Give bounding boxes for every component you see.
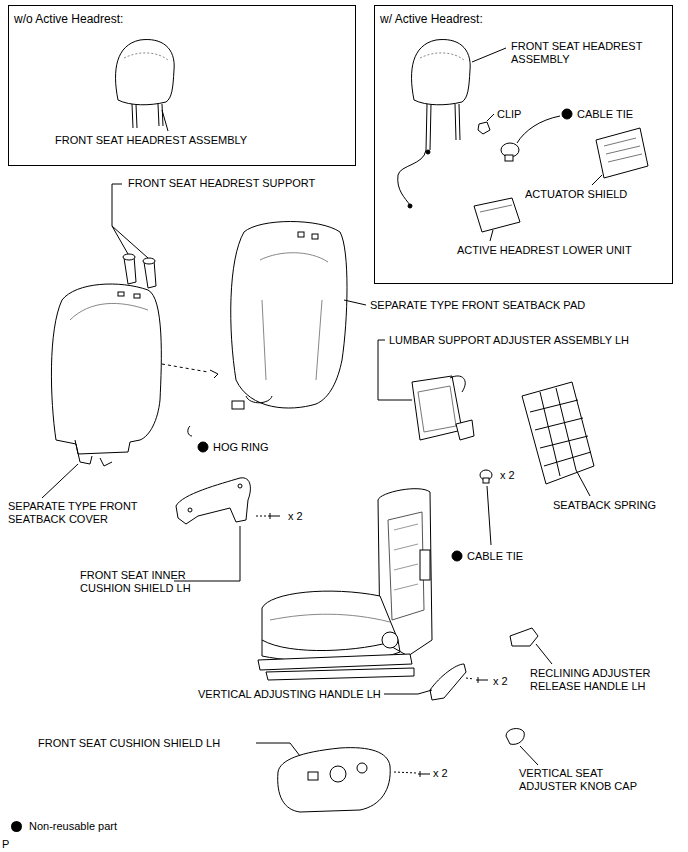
dashed-line <box>162 364 208 372</box>
leader-line <box>517 116 560 143</box>
part-name: FRONT SEAT INNER CUSHION SHIELD LH <box>80 569 205 595</box>
part-name: CLIP <box>497 108 521 121</box>
option-panel: w/o Active Headrest: FRONT SEAT HEADREST … <box>8 5 356 166</box>
part-name: SEPARATE TYPE FRONT SEATBACK COVER <box>8 500 160 526</box>
inner-cushion-shield <box>176 478 250 524</box>
leader-line <box>384 690 432 694</box>
hog-ring <box>188 426 192 436</box>
leader-line <box>487 114 494 121</box>
leader-line <box>520 746 538 765</box>
non-reusable-dot <box>452 551 462 561</box>
non-reusable-dot <box>562 109 572 119</box>
part-name: CABLE TIE <box>467 550 523 563</box>
part-name: SEPARATE TYPE FRONT SEATBACK PAD <box>370 299 585 312</box>
panel-heading: w/o Active Headrest: <box>14 12 123 26</box>
option-panel: w/ Active Headrest: FRONT SEAT HEADREST A… <box>374 5 673 284</box>
part-name: RECLINING ADJUSTER RELEASE HANDLE LH <box>530 667 670 693</box>
screw <box>476 677 488 683</box>
part-name: ACTUATOR SHIELD <box>525 188 627 201</box>
lower-unit <box>474 198 520 232</box>
screw <box>418 771 430 777</box>
leader-line <box>344 300 366 305</box>
part-name: FRONT SEAT CUSHION SHIELD LH <box>38 737 220 750</box>
seatback-spring <box>522 382 594 484</box>
quantity-mark: x 2 <box>500 469 515 482</box>
dashed-line <box>394 772 416 773</box>
quantity-mark: x 2 <box>288 510 303 523</box>
quantity-mark: x 2 <box>433 767 448 780</box>
leader-line <box>536 644 552 664</box>
leader-line <box>472 48 506 62</box>
reclining-handle <box>510 628 538 646</box>
clip <box>478 122 490 134</box>
cushion-shield <box>278 748 391 812</box>
quantity-mark: x 2 <box>493 675 508 688</box>
seat-frame <box>258 489 432 680</box>
leader-line <box>112 184 148 258</box>
part-name: VERTICAL ADJUSTING HANDLE LH <box>198 688 381 701</box>
vertical-handle <box>430 664 466 700</box>
part-name: VERTICAL SEAT ADJUSTER KNOB CAP <box>519 767 644 793</box>
lumbar-support <box>412 376 474 440</box>
seatback-cover <box>51 284 161 466</box>
part-name: CABLE TIE <box>577 108 633 121</box>
headrest-support <box>123 254 156 288</box>
quantity-mark: P <box>2 838 9 851</box>
part-name: ACTIVE HEADREST LOWER UNIT <box>457 244 632 257</box>
non-reusable-dot <box>198 442 208 452</box>
leader-line <box>42 464 78 498</box>
dashed-line <box>466 678 474 679</box>
leader-line <box>256 743 300 756</box>
leader-line <box>378 340 412 400</box>
part-name: LUMBAR SUPPORT ADJUSTER ASSEMBLY LH <box>389 334 629 347</box>
legend-text: Non-reusable part <box>29 820 117 833</box>
clip-pin <box>210 370 218 378</box>
part-name: SEATBACK SPRING <box>553 499 656 512</box>
actuator-shield <box>596 128 648 178</box>
headrest-plain <box>116 40 175 128</box>
part-name: HOG RING <box>213 441 269 454</box>
leader-line <box>592 175 602 185</box>
leader-line <box>162 110 168 131</box>
leader-line <box>576 470 590 496</box>
knob-cap <box>506 729 524 745</box>
part-name: FRONT SEAT HEADREST ASSEMBLY <box>511 40 651 66</box>
part-name: FRONT SEAT HEADREST ASSEMBLY <box>55 134 247 147</box>
screw <box>268 513 280 519</box>
leader-line <box>490 230 493 241</box>
cable-tie <box>501 143 519 161</box>
leader-line <box>487 486 491 545</box>
seatback-pad <box>231 222 347 410</box>
dashed-line <box>256 516 266 517</box>
legend-dot <box>11 821 22 832</box>
part-name: FRONT SEAT HEADREST SUPPORT <box>128 177 315 190</box>
headrest-active <box>398 40 470 208</box>
panel-heading: w/ Active Headrest: <box>380 12 483 26</box>
cable-tie <box>480 470 492 483</box>
